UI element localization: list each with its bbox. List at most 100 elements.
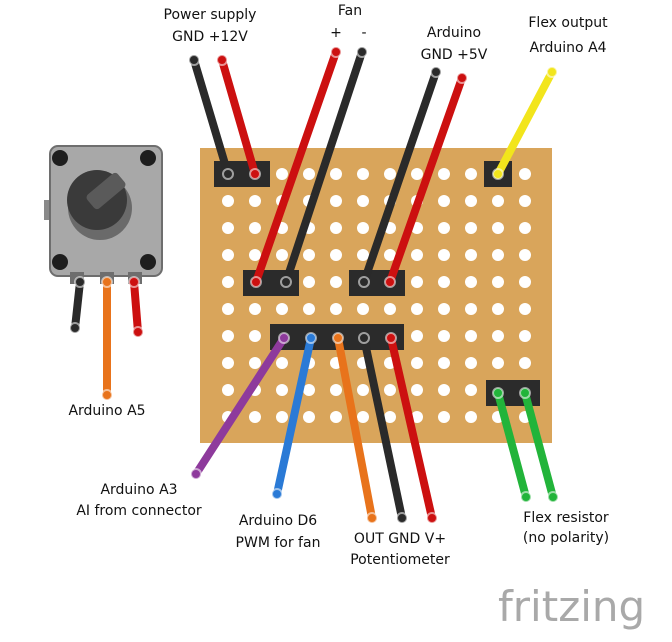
label-power-supply-pins: GND +12V [172,29,248,45]
perfboard-hole [465,222,477,234]
perfboard-hole [411,276,423,288]
perfboard-hole [492,357,504,369]
label-fan-minus: - [361,25,367,41]
wire-pot-vplus-end-2 [132,326,144,338]
perfboard-hole [249,411,261,423]
perfboard-hole [303,411,315,423]
perfboard-hole [384,384,396,396]
perfboard-hole [411,411,423,423]
perfboard-hole [357,168,369,180]
perfboard-hole [330,222,342,234]
perfboard-hole [303,168,315,180]
wire-pot-out [334,334,376,522]
perfboard-hole [249,249,261,261]
perfboard-hole [303,384,315,396]
perfboard-hole [411,357,423,369]
label-pot-pins: OUT GND V+ [353,531,447,547]
wire-fan-minus-end-1 [356,46,368,58]
wire-pot-gnd [71,278,84,332]
perfboard-hole [222,276,234,288]
wire-flex-res-2-end-1 [519,387,531,399]
wire-fan-plus-end-2 [250,276,262,288]
perfboard-hole [249,303,261,315]
wire-flex-res-2-end-2 [547,491,559,503]
perfboard-hole [330,303,342,315]
perfboard-hole [438,222,450,234]
wire-fan-plus [252,48,340,286]
perfboard-hole [303,249,315,261]
wire-flex-res-1-end-2 [520,491,532,503]
perfboard-hole [438,249,450,261]
perfboard-hole [357,303,369,315]
perfboard-hole [222,195,234,207]
label-flex-output-pin: Arduino A4 [529,40,607,56]
wire-arduino-5v-end-2 [384,276,396,288]
perfboard-hole [519,303,531,315]
perfboard-hole [384,168,396,180]
perfboard-hole [438,303,450,315]
wire-fan-plus-end-1 [330,46,342,58]
wire-pot-out-end-2 [366,512,378,524]
wire-pot-gnd-board [360,334,406,522]
label-fan-title: Fan [337,3,363,19]
wire-arduino-5v-end-1 [456,72,468,84]
perfboard-hole [249,330,261,342]
wire-flex-res-1 [494,389,530,501]
perfboard-hole [465,411,477,423]
perfboard-hole [330,276,342,288]
label-fan-plus: + [330,25,342,41]
perfboard-hole [438,357,450,369]
perfboard-hole [411,330,423,342]
perfboard-hole [438,330,450,342]
perfboard-hole [276,384,288,396]
perfboard-hole [519,357,531,369]
perfboard-hole [222,222,234,234]
perfboard-hole [357,222,369,234]
perfboard-hole [222,357,234,369]
perfboard-hole [330,411,342,423]
perfboard-hole [492,303,504,315]
wire-arduino-gnd [360,68,440,286]
wire-pot-gnd-board-end-1 [358,332,370,344]
perfboard-hole [438,411,450,423]
perfboard-hole [465,357,477,369]
label-flex-res-line2: (no polarity) [522,530,610,546]
perfboard-hole [222,303,234,315]
perfboard-hole [330,384,342,396]
wire-psu-12v-end-1 [216,54,228,66]
perfboard-hole [492,249,504,261]
perfboard-hole [222,330,234,342]
perfboard-hole [438,168,450,180]
wire-d6-end-2 [271,488,283,500]
perfboard-hole [465,384,477,396]
perfboard-hole [465,249,477,261]
perfboard-hole [465,276,477,288]
perfboard-hole [330,195,342,207]
perfboard-hole [519,249,531,261]
wire-d6 [273,334,315,498]
perfboard-hole [330,168,342,180]
label-a3-line2: AI from connector [76,503,202,519]
perfboard-hole [411,168,423,180]
perfboard-hole [249,222,261,234]
label-arduino-title: Arduino [426,25,482,41]
wire-flex-a4-end-2 [492,168,504,180]
perfboard-hole [384,411,396,423]
fritzing-logo: fritzing [498,582,646,631]
wire-pot-vplus-board-end-1 [385,332,397,344]
perfboard-hole [276,357,288,369]
wire-pot-a5-end-2 [101,389,113,401]
perfboard-hole [276,249,288,261]
potentiometer-icon [44,145,163,284]
label-flex-output-title: Flex output [528,15,608,31]
perfboard-hole [249,357,261,369]
perfboard-hole [249,195,261,207]
label-d6-line1: Arduino D6 [238,513,318,529]
perfboard-hole [492,222,504,234]
perfboard-hole [384,303,396,315]
label-pot-a5: Arduino A5 [68,403,146,419]
perfboard-hole [303,276,315,288]
wire-pot-vplus-board [387,334,436,522]
label-arduino-pins: GND +5V [420,47,488,63]
